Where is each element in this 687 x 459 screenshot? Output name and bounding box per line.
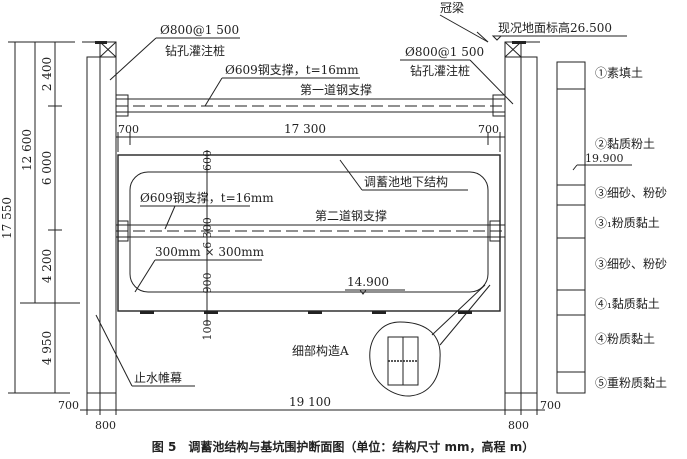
pile-right-spec: Ø800@1 500 [405, 45, 484, 59]
width-dimensions: 700 17 300 700 [116, 122, 505, 152]
dim-total-width: 19 100 [289, 395, 331, 409]
soil-layer-1: ①素填土 [595, 66, 643, 80]
strut2-name: 第二道钢支撑 [315, 208, 387, 223]
dim-gap-right: 700 [478, 123, 499, 136]
dim-curtain-left: 700 [58, 399, 79, 412]
dim-inner-width: 17 300 [284, 122, 326, 136]
dim-bottom-slab: 900 [201, 273, 214, 294]
left-cutoff-curtain [86, 56, 101, 394]
dim-top-slab: 600 [201, 150, 214, 171]
right-pile [504, 41, 522, 394]
elevation-19900: 19.900 [585, 152, 624, 165]
figure-caption: 图 5 调蓄池结构与基坑围护断面图（单位：结构尺寸 mm，高程 m） [152, 439, 534, 454]
dim-curtain-right: 700 [540, 399, 561, 412]
ground-level-label: 现况地面标高26.500 [498, 20, 612, 35]
detail-a-label: 细部构造A [292, 343, 349, 358]
dim-clear-height: 6 300 [201, 217, 214, 249]
left-retaining-wall [82, 41, 117, 394]
soil-layer-3-1: ③₁粉质黏土 [595, 216, 660, 230]
strut1-spec: Ø609钢支撑，t=16mm [225, 62, 359, 77]
detail-a-callout [369, 284, 491, 397]
crown-beam-label: 冠梁 [440, 0, 464, 15]
first-steel-strut [115, 94, 506, 117]
soil-layer-4: ④粉质黏土 [595, 332, 655, 346]
right-cutoff-curtain [520, 56, 538, 394]
cutoff-curtain-label: 止水帷幕 [134, 370, 182, 385]
bottom-dimensions: 700 800 19 100 800 700 [58, 393, 561, 432]
left-pile [99, 41, 117, 394]
pile-right-name: 钻孔灌注桩 [410, 63, 470, 78]
dim-total-height: 17 550 [0, 197, 14, 239]
annotations: Ø800@1 500 钻孔灌注桩 Ø609钢支撑，t=16mm 第一道钢支撑 冠… [95, 0, 627, 387]
dim-cushion: 100 [201, 320, 214, 341]
haunch-label: 300mm × 300mm [155, 245, 265, 259]
bottom-elevation: 14.900 [347, 275, 389, 289]
soil-layer-4-1: ④₁黏质黏土 [595, 297, 660, 311]
dim-upper-height: 12 600 [20, 129, 34, 171]
slab-dimensions: 600 6 300 900 100 [201, 150, 214, 341]
left-dimensions: 17 550 12 600 2 400 6 000 4 200 4 950 [0, 41, 80, 394]
pile-left-name: 钻孔灌注桩 [165, 43, 225, 58]
strut1-name: 第一道钢支撑 [300, 82, 372, 97]
pile-left-spec: Ø800@1 500 [160, 23, 239, 37]
right-retaining-wall [491, 35, 540, 394]
dim-pile-right: 800 [508, 419, 529, 432]
soil-layer-2: ②黏质粉土 [595, 137, 655, 151]
soil-layer-3b: ③细砂、粉砂 [595, 257, 667, 271]
structure-label: 调蓄池地下结构 [364, 174, 448, 189]
strut2-spec: Ø609钢支撑，t=16mm [140, 190, 274, 205]
soil-layer-3: ③细砂、粉砂 [595, 186, 667, 200]
soil-layer-5: ⑤重粉质黏土 [595, 376, 667, 390]
dim-4950: 4 950 [40, 331, 54, 365]
dim-6000: 6 000 [40, 151, 54, 185]
dim-gap-left: 700 [118, 123, 139, 136]
second-steel-strut [116, 220, 505, 242]
soil-profile: 19.900 ①素填土 ②黏质粉土 ③细砂、粉砂 ③₁粉质黏土 ③细砂、粉砂 ④… [556, 61, 667, 394]
left-crown-beam [99, 41, 117, 58]
dim-2400: 2 400 [40, 57, 54, 91]
dim-4200: 4 200 [40, 249, 54, 283]
dim-pile-left: 800 [95, 419, 116, 432]
